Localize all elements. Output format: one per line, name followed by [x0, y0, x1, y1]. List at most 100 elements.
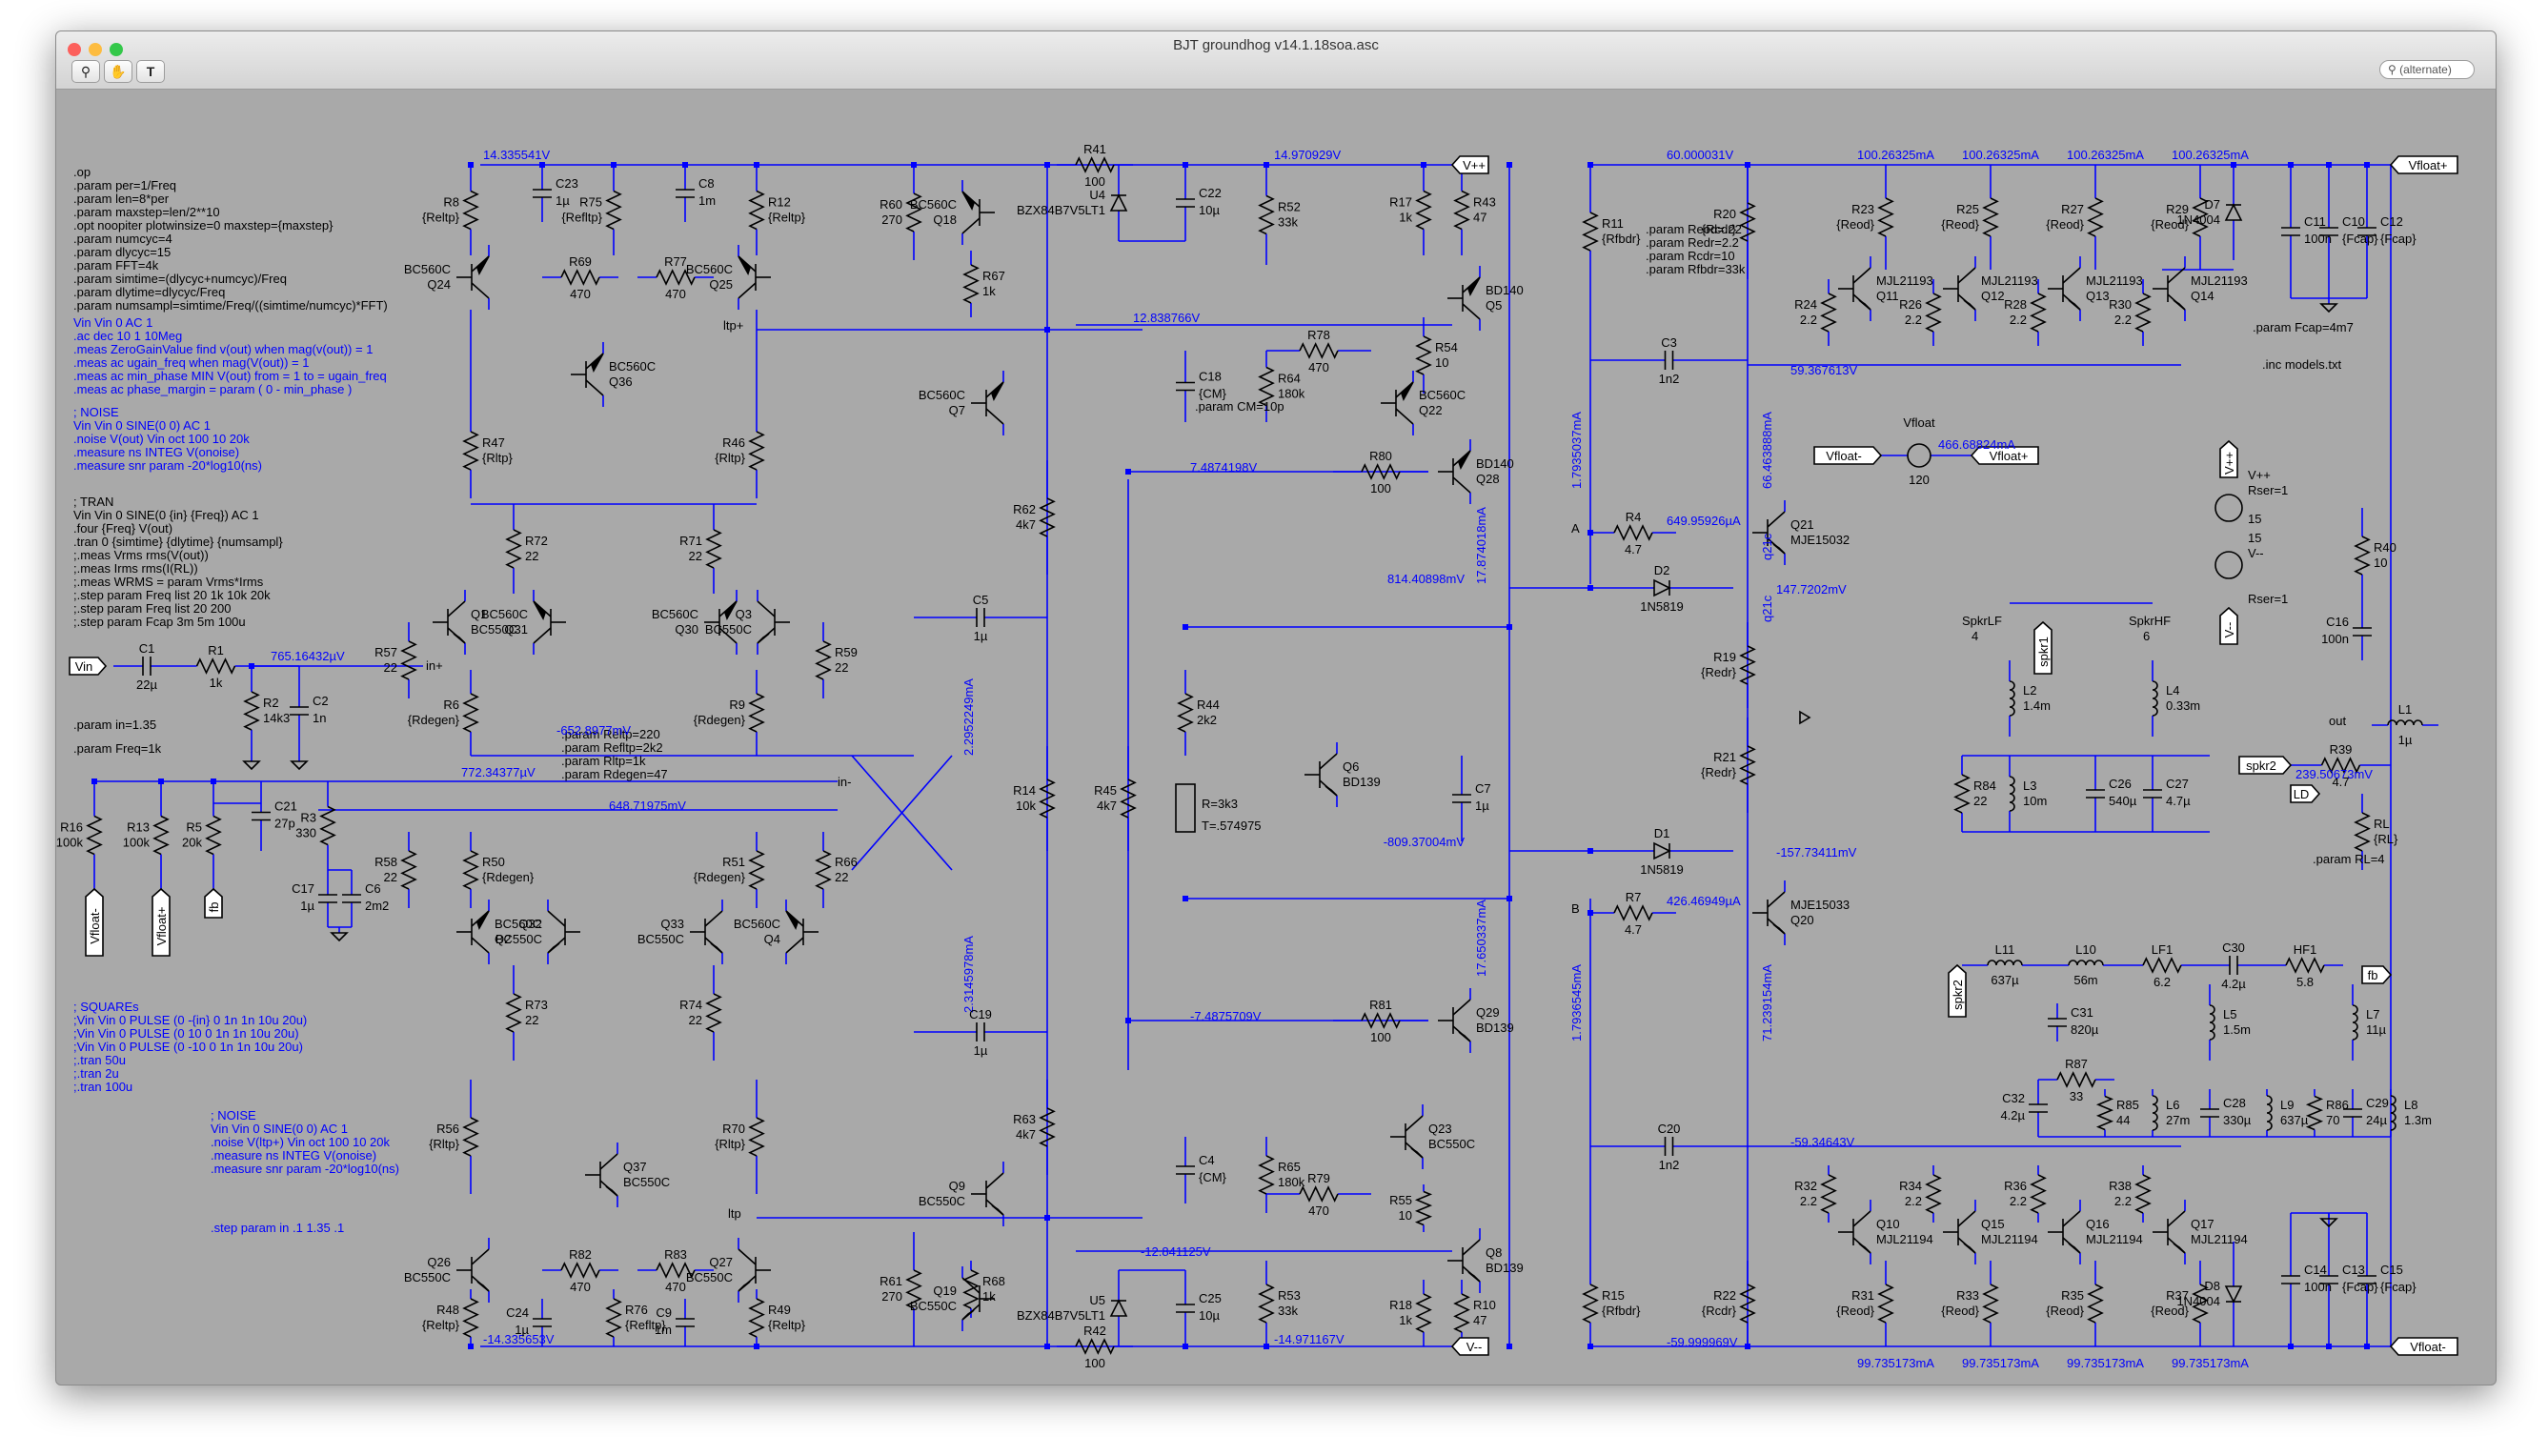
label: 27m	[2166, 1113, 2190, 1127]
vfloat-plus-flag: Vfloat+	[1990, 449, 2029, 463]
label: 6	[2143, 629, 2150, 643]
vmm-flag	[1450, 1337, 1489, 1356]
label: {Rcdr}	[1702, 222, 1737, 236]
label: R60	[880, 197, 902, 212]
label: R44	[1197, 698, 1220, 712]
label: 22	[689, 1013, 702, 1027]
spice-comment: .measure snr param -20*log10(ns)	[73, 458, 262, 473]
label: 270	[881, 1289, 902, 1304]
spice-directive: .param Redr=2.2	[1646, 235, 1739, 250]
label: C5	[973, 593, 989, 607]
search-field[interactable]: ⚲ (alternate)	[2379, 60, 2475, 79]
resistor	[1415, 335, 1432, 375]
schematic-canvas[interactable]: .op.param per=1/Freq.param len=8*per.par…	[56, 89, 2496, 1385]
label: 1k	[210, 676, 223, 690]
label: C4	[1199, 1153, 1215, 1167]
label: C10	[2342, 214, 2365, 229]
transistor	[533, 627, 552, 644]
label: BC560C	[919, 388, 965, 402]
label: 10	[2374, 556, 2387, 570]
label: 15	[2248, 531, 2261, 545]
label: {Reltp}	[422, 1318, 460, 1332]
spkr1-flag	[2033, 620, 2053, 675]
junction	[1044, 1344, 1050, 1349]
transistor	[1852, 1210, 1871, 1227]
voltage-annotation: 59.367613V	[1790, 363, 1857, 377]
resistor	[2087, 1284, 2104, 1324]
resistor	[1877, 197, 1894, 237]
resistor	[1039, 779, 1056, 819]
label: 1N5819	[1640, 862, 1684, 877]
arrow	[757, 633, 770, 644]
label: 4.7	[1625, 922, 1642, 937]
label: {Rfbdr}	[1602, 1304, 1641, 1318]
junction	[1125, 469, 1131, 475]
transistor	[1957, 267, 1976, 284]
junction	[1183, 896, 1188, 901]
label: {Rcdr}	[1702, 1304, 1737, 1318]
minimize-button[interactable]	[89, 43, 102, 56]
voltage-annotation: 99.735173mA	[2172, 1356, 2249, 1370]
label: 180k	[1278, 1175, 1305, 1189]
voltage-annotation: 765.16432µV	[271, 649, 345, 663]
text-tool-button[interactable]: T	[136, 60, 165, 83]
label: R74	[679, 998, 702, 1012]
spice-comment: ;.tran 100u	[73, 1080, 132, 1094]
pan-tool-button[interactable]: ✋	[104, 60, 132, 83]
label: {Rltp}	[429, 1137, 459, 1151]
label: R24	[1794, 297, 1817, 312]
label: R75	[579, 195, 602, 210]
label: BC550C	[404, 1270, 451, 1284]
label: {Redr}	[1701, 665, 1737, 679]
label: L6	[2166, 1098, 2179, 1112]
vpp-flag: V++	[1463, 158, 1486, 172]
junction	[1507, 1344, 1512, 1349]
zoom-button[interactable]	[110, 43, 123, 56]
label: {Rdegen}	[694, 870, 746, 884]
arrow	[453, 633, 466, 644]
arrow	[1401, 381, 1414, 401]
label: 100n	[2304, 1280, 2332, 1294]
transistor	[547, 910, 566, 927]
vfloat-minus-flag: Vfloat-	[88, 908, 102, 944]
label: R55	[1389, 1193, 1412, 1207]
label: Q19	[933, 1284, 957, 1298]
label: R62	[1013, 502, 1036, 516]
spkr2-flag	[2238, 756, 2293, 775]
arrow	[1458, 1031, 1471, 1042]
wires	[91, 162, 2438, 1349]
label: Q29	[1476, 1005, 1500, 1020]
label: R45	[1094, 783, 1117, 798]
label: R46	[722, 435, 745, 450]
label: BC550C	[495, 932, 542, 946]
schematic-svg[interactable]: .op.param per=1/Freq.param len=8*per.par…	[56, 89, 2496, 1385]
label: 4.7µ	[2166, 794, 2191, 808]
arrow	[1458, 450, 1471, 470]
resistor	[1982, 1284, 1999, 1324]
voltage-annotation: 99.735173mA	[2067, 1356, 2144, 1370]
label: 2.2	[1800, 1194, 1817, 1208]
net-label: B	[1571, 901, 1580, 916]
label: 1µ	[300, 899, 314, 913]
ground-symbol	[330, 932, 349, 942]
transistor	[704, 910, 723, 927]
resistor	[560, 269, 600, 286]
label: C27	[2166, 777, 2189, 791]
transistor	[1767, 891, 1786, 908]
resistor	[86, 815, 103, 856]
label: C32	[2002, 1091, 2025, 1105]
label: R34	[1899, 1179, 1922, 1193]
zoom-tool-button[interactable]: ⚲	[71, 60, 100, 83]
spice-comment: .meas ac min_phase MIN V(out) from = 1 t…	[73, 369, 387, 383]
label: R47	[482, 435, 505, 450]
junction	[1264, 1344, 1269, 1349]
close-button[interactable]	[68, 43, 81, 56]
voltage-annotation: q21c	[1760, 595, 1774, 622]
label: 1n2	[1659, 372, 1680, 386]
junction	[1507, 896, 1512, 901]
spice-directive: .param Rcdr=10	[1646, 249, 1735, 263]
label: 637µ	[2280, 1113, 2309, 1127]
label: 22	[689, 549, 702, 563]
label: 1.4m	[2023, 698, 2051, 713]
resistor	[2142, 957, 2182, 974]
